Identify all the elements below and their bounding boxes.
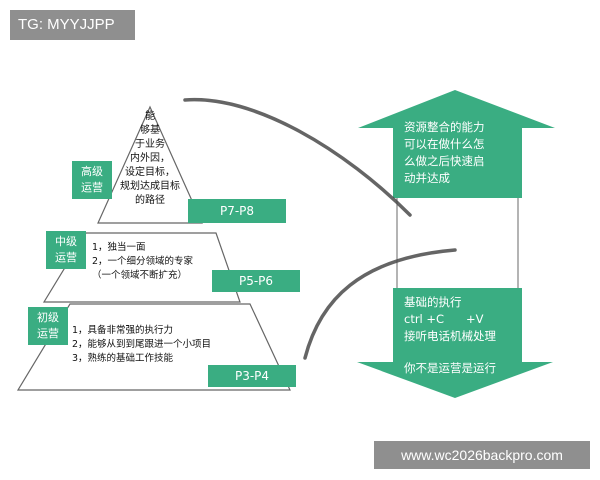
junior-label-box [28,307,68,345]
middle-description: 1，独当一面 2，一个细分领域的专家 （一个领域不断扩充） [92,242,194,281]
brush-stroke-upper [183,97,412,217]
down-arrow-footer: 你不是运营是运行 [404,361,496,375]
middle-label: 中级 运营 [55,235,77,264]
senior-label-box [72,161,112,199]
up-arrow-text: 资源整合的能力 可以在做什么怎 么做之后快速启 动并达成 [404,120,485,185]
down-arrow-text: 基础的执行 ctrl +C +V 接听电话机械处理 [404,295,496,343]
middle-range: P5-P6 [212,270,300,292]
senior-label: 高级 运营 [81,165,103,194]
senior-description: 能 够基 于业务 内外因， 设定目标， 规划达成目标 的路径 [120,111,180,206]
junior-range: P3-P4 [208,365,296,387]
senior-triangle [97,105,203,224]
watermark-top: TG: MYYJJPP [10,10,135,40]
middle-label-box [46,231,86,269]
junior-label: 初级 运营 [37,311,59,340]
watermark-bottom: www.wc2026backpro.com [374,441,590,469]
up-arrow [358,90,555,198]
senior-range: P7-P8 [188,199,286,223]
middle-trapezoid [42,232,241,303]
brush-stroke-lower [303,248,457,360]
junior-description: 1，具备非常强的执行力 2，能够从到到尾跟进一个小项目 3，熟练的基础工作技能 [72,325,212,364]
down-arrow [357,288,553,398]
